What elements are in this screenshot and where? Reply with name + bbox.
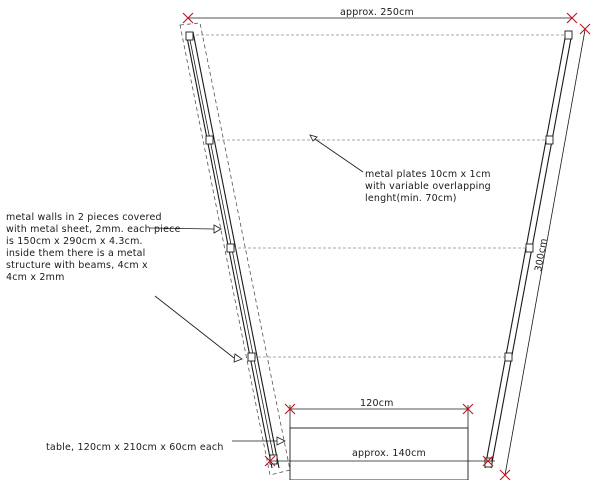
table-dimension-label: 120cm	[360, 398, 394, 409]
plates-note-line-1: metal plates 10cm x 1cm	[365, 169, 491, 180]
right-connector-5	[484, 457, 493, 468]
plates-note: metal plates 10cm x 1cm with variable ov…	[365, 169, 494, 204]
left-connector-4	[247, 352, 256, 362]
right-connector-1	[564, 30, 573, 40]
walls-note-line-5: structure with beams, 4cm x	[6, 260, 148, 271]
plates-note-line-3: lenght(min. 70cm)	[365, 193, 457, 204]
left-connector-2	[205, 135, 214, 145]
right-dimension-label: 300cm	[533, 237, 550, 272]
bottom-dim-tick-right-2	[482, 455, 494, 467]
right-connector-3	[525, 243, 534, 253]
left-wall-line-inner	[192, 31, 280, 469]
walls-note-line-1: metal walls in 2 pieces covered	[6, 212, 162, 223]
bottom-dim-tick-left-2	[264, 455, 276, 467]
right-dim-tick-top-2	[579, 23, 591, 35]
left-connector-3	[226, 243, 235, 253]
walls-note: metal walls in 2 pieces covered with met…	[6, 212, 184, 283]
walls-leader-line-bottom	[154, 295, 235, 359]
walls-note-line-6: 4cm x 2mm	[6, 272, 65, 283]
left-wall-boundary	[179, 22, 291, 476]
right-dim-tick-bottom-2	[499, 469, 511, 480]
top-dim-tick-left-2	[182, 12, 194, 24]
walls-leader-arrow-bottom	[233, 353, 243, 363]
walls-note-line-3: is 150cm x 290cm x 4.3cm.	[6, 236, 143, 247]
walls-leader-line-top	[149, 227, 215, 230]
walls-leader-arrow-top	[213, 224, 222, 234]
table-dim-tick-right-2	[462, 403, 474, 415]
table-leader-arrow	[276, 436, 286, 446]
top-dim-tick-right-2	[566, 12, 578, 24]
plates-note-line-2: with variable overlapping	[365, 181, 491, 192]
left-connector-1	[185, 31, 194, 41]
table-outline	[289, 427, 469, 480]
top-dimension-label: approx. 250cm	[340, 7, 414, 18]
right-connector-4	[504, 352, 513, 362]
right-wall-line-outer	[484, 32, 567, 469]
table-note: table, 120cm x 210cm x 60cm each	[46, 442, 224, 453]
right-connector-2	[545, 135, 554, 145]
right-dimension-line	[504, 29, 586, 476]
bottom-dimension-label: approx. 140cm	[352, 448, 426, 459]
walls-note-line-2: with metal sheet, 2mm. each piece	[6, 224, 181, 235]
walls-note-line-4: inside them there is a metal	[6, 248, 146, 259]
plates-leader-line	[311, 136, 364, 173]
table-dim-tick-left-2	[284, 403, 296, 415]
plates-leader-arrow	[309, 134, 318, 142]
